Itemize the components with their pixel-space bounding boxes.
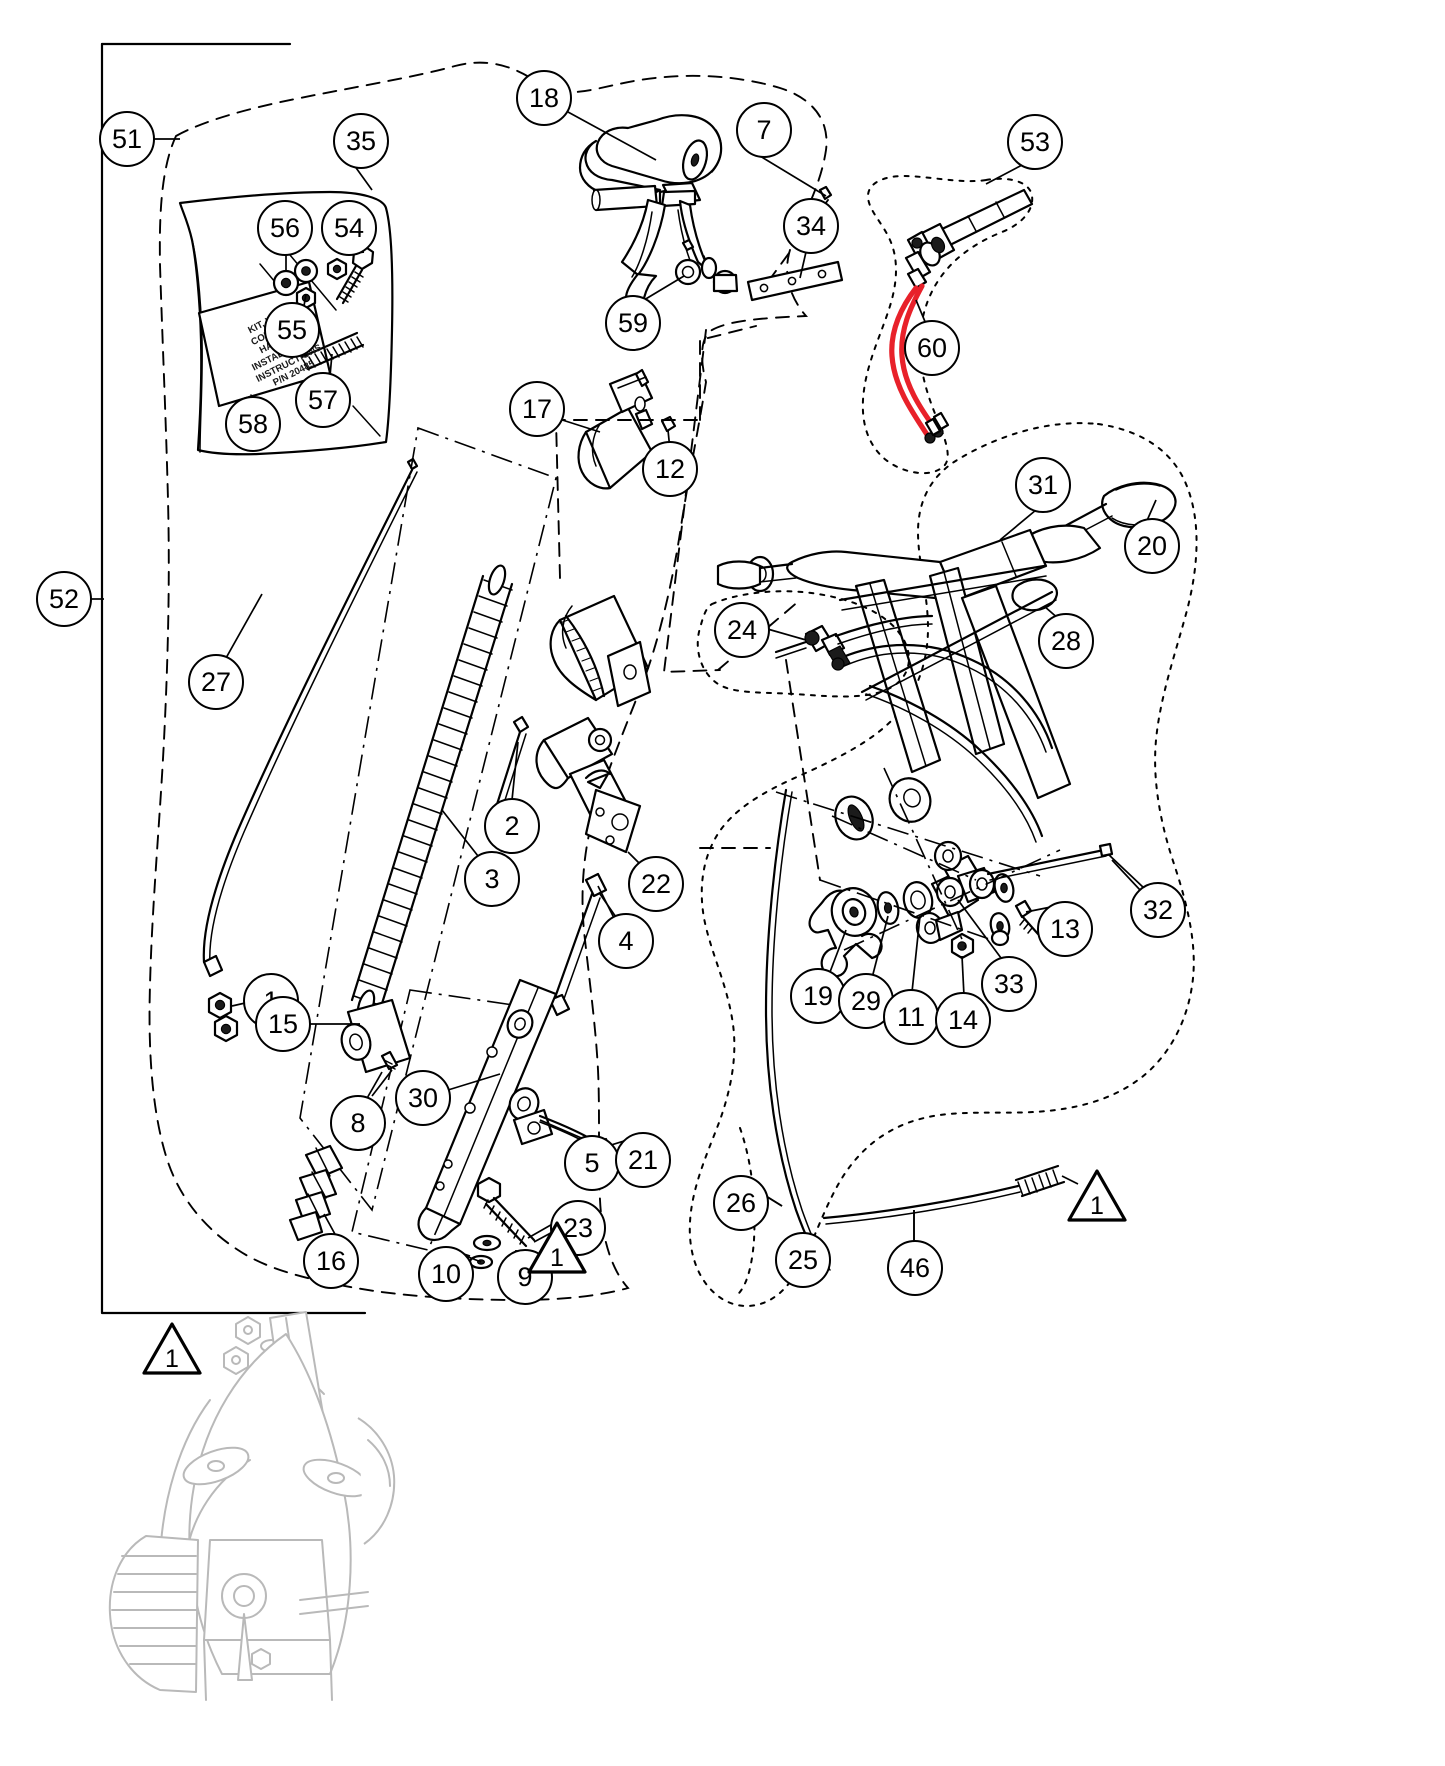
bushing-15	[340, 998, 412, 1074]
ghost-machine-outline	[108, 1311, 396, 1701]
warning-triangle-label: 1	[550, 1244, 564, 1272]
callout-balloon-55[interactable]: 55	[264, 302, 320, 358]
linkage-16	[288, 1144, 344, 1242]
callout-balloon-7[interactable]: 7	[736, 102, 792, 158]
handle-loop-18	[578, 114, 739, 300]
handlebar-assembly-31	[716, 481, 1177, 843]
callout-balloon-5[interactable]: 5	[564, 1135, 620, 1191]
callout-balloon-60[interactable]: 60	[904, 320, 960, 376]
callout-balloon-17[interactable]: 17	[509, 381, 565, 437]
callout-balloon-35[interactable]: 35	[333, 113, 389, 169]
cable-27	[202, 457, 419, 1043]
assembly-bracket-51-52	[100, 42, 367, 1315]
warning-triangle-label: 1	[165, 1345, 179, 1373]
phantom-outline-24	[696, 590, 910, 698]
callout-balloon-21[interactable]: 21	[615, 1132, 671, 1188]
callout-balloon-18[interactable]: 18	[516, 70, 572, 126]
warning-triangle-1: 1	[526, 1220, 588, 1276]
callout-balloon-53[interactable]: 53	[1007, 114, 1063, 170]
phantom-group-30	[299, 426, 557, 1251]
spring-item-1-right	[822, 1164, 1079, 1244]
callout-balloon-28[interactable]: 28	[1038, 613, 1094, 669]
callout-balloon-46[interactable]: 46	[887, 1240, 943, 1296]
callout-balloon-59[interactable]: 59	[605, 295, 661, 351]
screw-8	[371, 1050, 399, 1097]
callout-balloon-32[interactable]: 32	[1130, 882, 1186, 938]
callout-balloon-13[interactable]: 13	[1037, 901, 1093, 957]
bolt-23	[476, 1176, 561, 1248]
callout-balloon-8[interactable]: 8	[330, 1095, 386, 1151]
callout-balloon-15[interactable]: 15	[255, 996, 311, 1052]
callout-balloon-19[interactable]: 19	[790, 968, 846, 1024]
callout-balloon-26[interactable]: 26	[713, 1175, 769, 1231]
warning-triangle-1: 1	[1066, 1168, 1128, 1224]
spring-57	[300, 331, 365, 371]
warning-triangle-icon	[527, 1221, 587, 1274]
kill-switch-assembly-53	[889, 188, 1034, 444]
control-lever-24	[774, 614, 934, 671]
callout-balloon-31[interactable]: 31	[1015, 457, 1071, 513]
callout-balloon-22[interactable]: 22	[628, 856, 684, 912]
callout-balloon-24[interactable]: 24	[714, 602, 770, 658]
construction-lines	[555, 325, 1061, 951]
washer-10	[465, 1234, 502, 1270]
warning-triangle-label: 1	[1090, 1192, 1104, 1220]
callout-balloon-54[interactable]: 54	[321, 200, 377, 256]
phantom-outline-53	[861, 174, 1034, 475]
callout-balloon-56[interactable]: 56	[257, 200, 313, 256]
callout-balloon-10[interactable]: 10	[418, 1246, 474, 1302]
callout-balloon-52[interactable]: 52	[36, 571, 92, 627]
callout-balloon-20[interactable]: 20	[1124, 518, 1180, 574]
callout-balloon-16[interactable]: 16	[303, 1233, 359, 1289]
callout-balloon-51[interactable]: 51	[99, 111, 155, 167]
callout-balloon-30[interactable]: 30	[395, 1070, 451, 1126]
callout-balloon-57[interactable]: 57	[295, 372, 351, 428]
callout-balloon-4[interactable]: 4	[598, 913, 654, 969]
callout-balloon-2[interactable]: 2	[484, 798, 540, 854]
callout-balloon-34[interactable]: 34	[783, 198, 839, 254]
callout-balloon-27[interactable]: 27	[188, 654, 244, 710]
callout-balloon-33[interactable]: 33	[981, 956, 1037, 1012]
warning-triangle-icon	[1067, 1169, 1127, 1222]
callout-balloon-25[interactable]: 25	[775, 1232, 831, 1288]
detent-handle-assembly	[535, 594, 652, 869]
phantom-outline-25	[735, 1127, 756, 1297]
warning-triangle-1: 1	[141, 1321, 203, 1377]
callout-balloon-12[interactable]: 12	[642, 441, 698, 497]
hardware-cluster	[808, 840, 1147, 997]
bar-34	[746, 260, 844, 302]
callout-balloon-58[interactable]: 58	[225, 396, 281, 452]
callout-balloon-14[interactable]: 14	[935, 992, 991, 1048]
phantom-outline-51	[148, 61, 828, 1301]
warning-triangle-icon	[142, 1322, 202, 1375]
callout-balloon-11[interactable]: 11	[883, 989, 939, 1045]
spring-3	[350, 564, 514, 1021]
cable-25-26	[764, 788, 831, 1274]
callout-balloon-3[interactable]: 3	[464, 851, 520, 907]
